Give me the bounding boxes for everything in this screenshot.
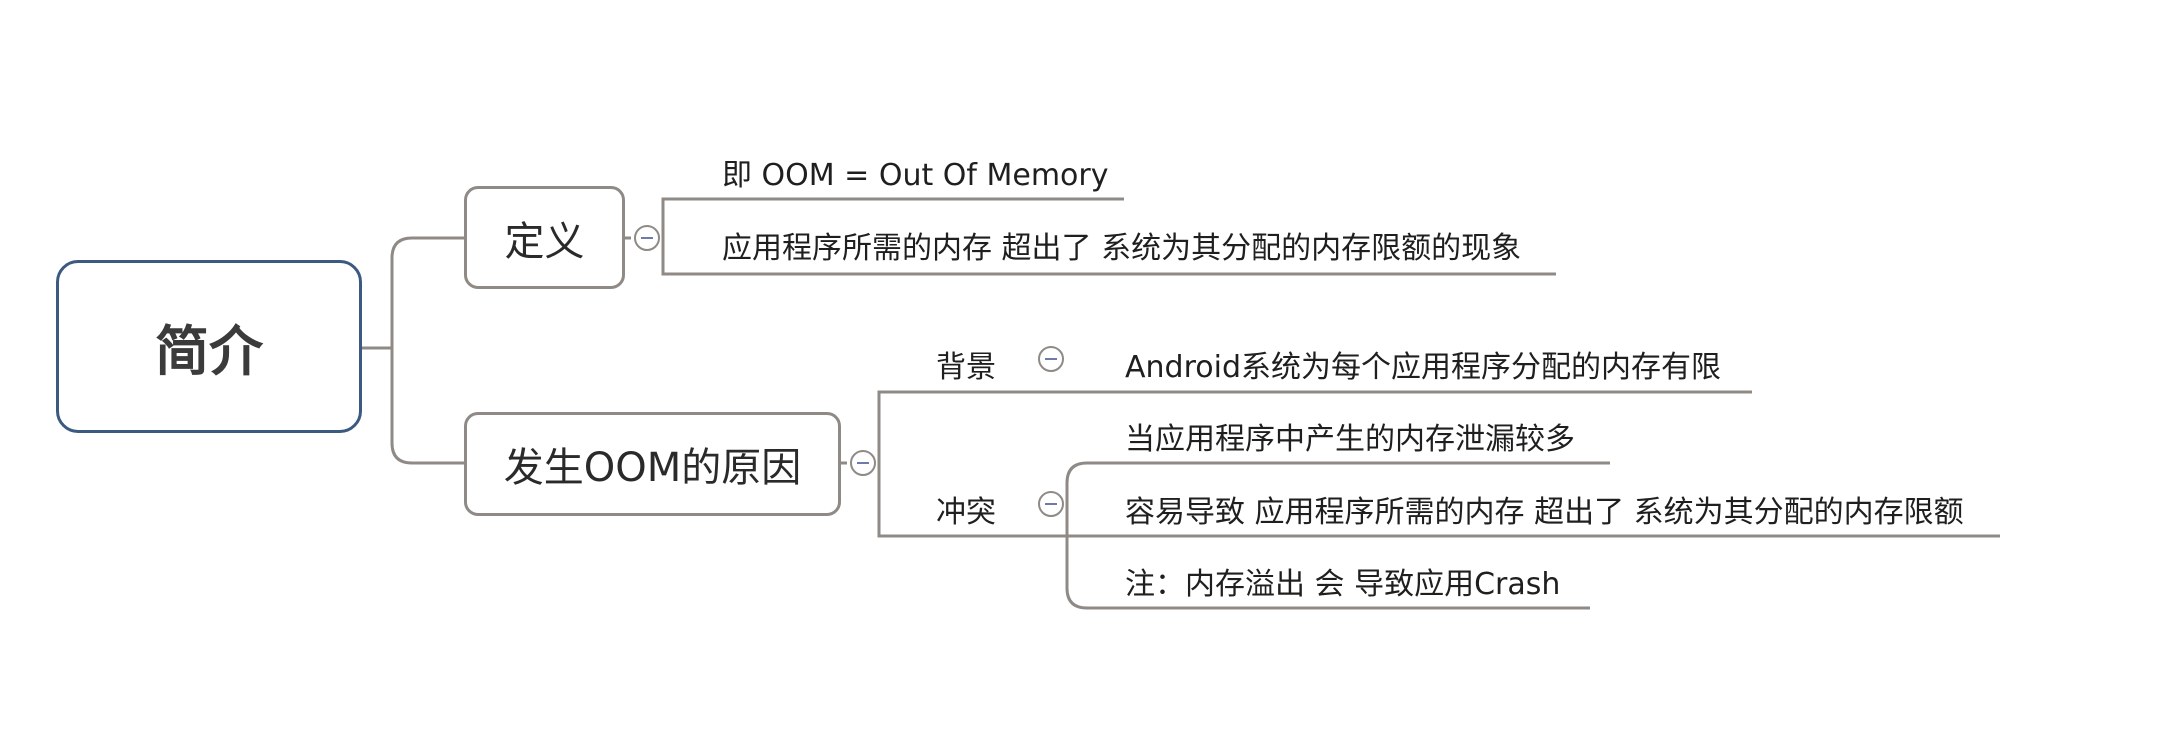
background-item-1[interactable]: Android系统为每个应用程序分配的内存有限 [1125, 350, 1721, 385]
root-topic[interactable]: 简介 [56, 260, 362, 433]
topic-conflict[interactable]: 冲突 [936, 495, 996, 530]
conflict-item-1[interactable]: 当应用程序中产生的内存泄漏较多 [1125, 422, 1575, 457]
collapse-oom-cause-icon[interactable] [850, 450, 876, 476]
connector-conflict-branch [1065, 461, 2000, 610]
collapse-definition-icon[interactable] [634, 225, 660, 251]
connector-cause-branch [877, 390, 1752, 538]
definition-item-2[interactable]: 应用程序所需的内存 超出了 系统为其分配的内存限额的现象 [722, 231, 1522, 266]
definition-item-1[interactable]: 即 OOM = Out Of Memory [722, 158, 1109, 193]
topic-background[interactable]: 背景 [936, 350, 996, 385]
conflict-item-3[interactable]: 注：内存溢出 会 导致应用Crash [1125, 567, 1561, 602]
connector-definition-branch [661, 197, 1556, 276]
conflict-item-2[interactable]: 容易导致 应用程序所需的内存 超出了 系统为其分配的内存限额 [1125, 495, 1964, 530]
topic-oom-cause[interactable]: 发生OOM的原因 [464, 412, 841, 516]
collapse-background-icon[interactable] [1038, 346, 1064, 372]
connector-root-branch [390, 236, 464, 465]
topic-definition[interactable]: 定义 [464, 186, 625, 289]
collapse-conflict-icon[interactable] [1038, 491, 1064, 517]
